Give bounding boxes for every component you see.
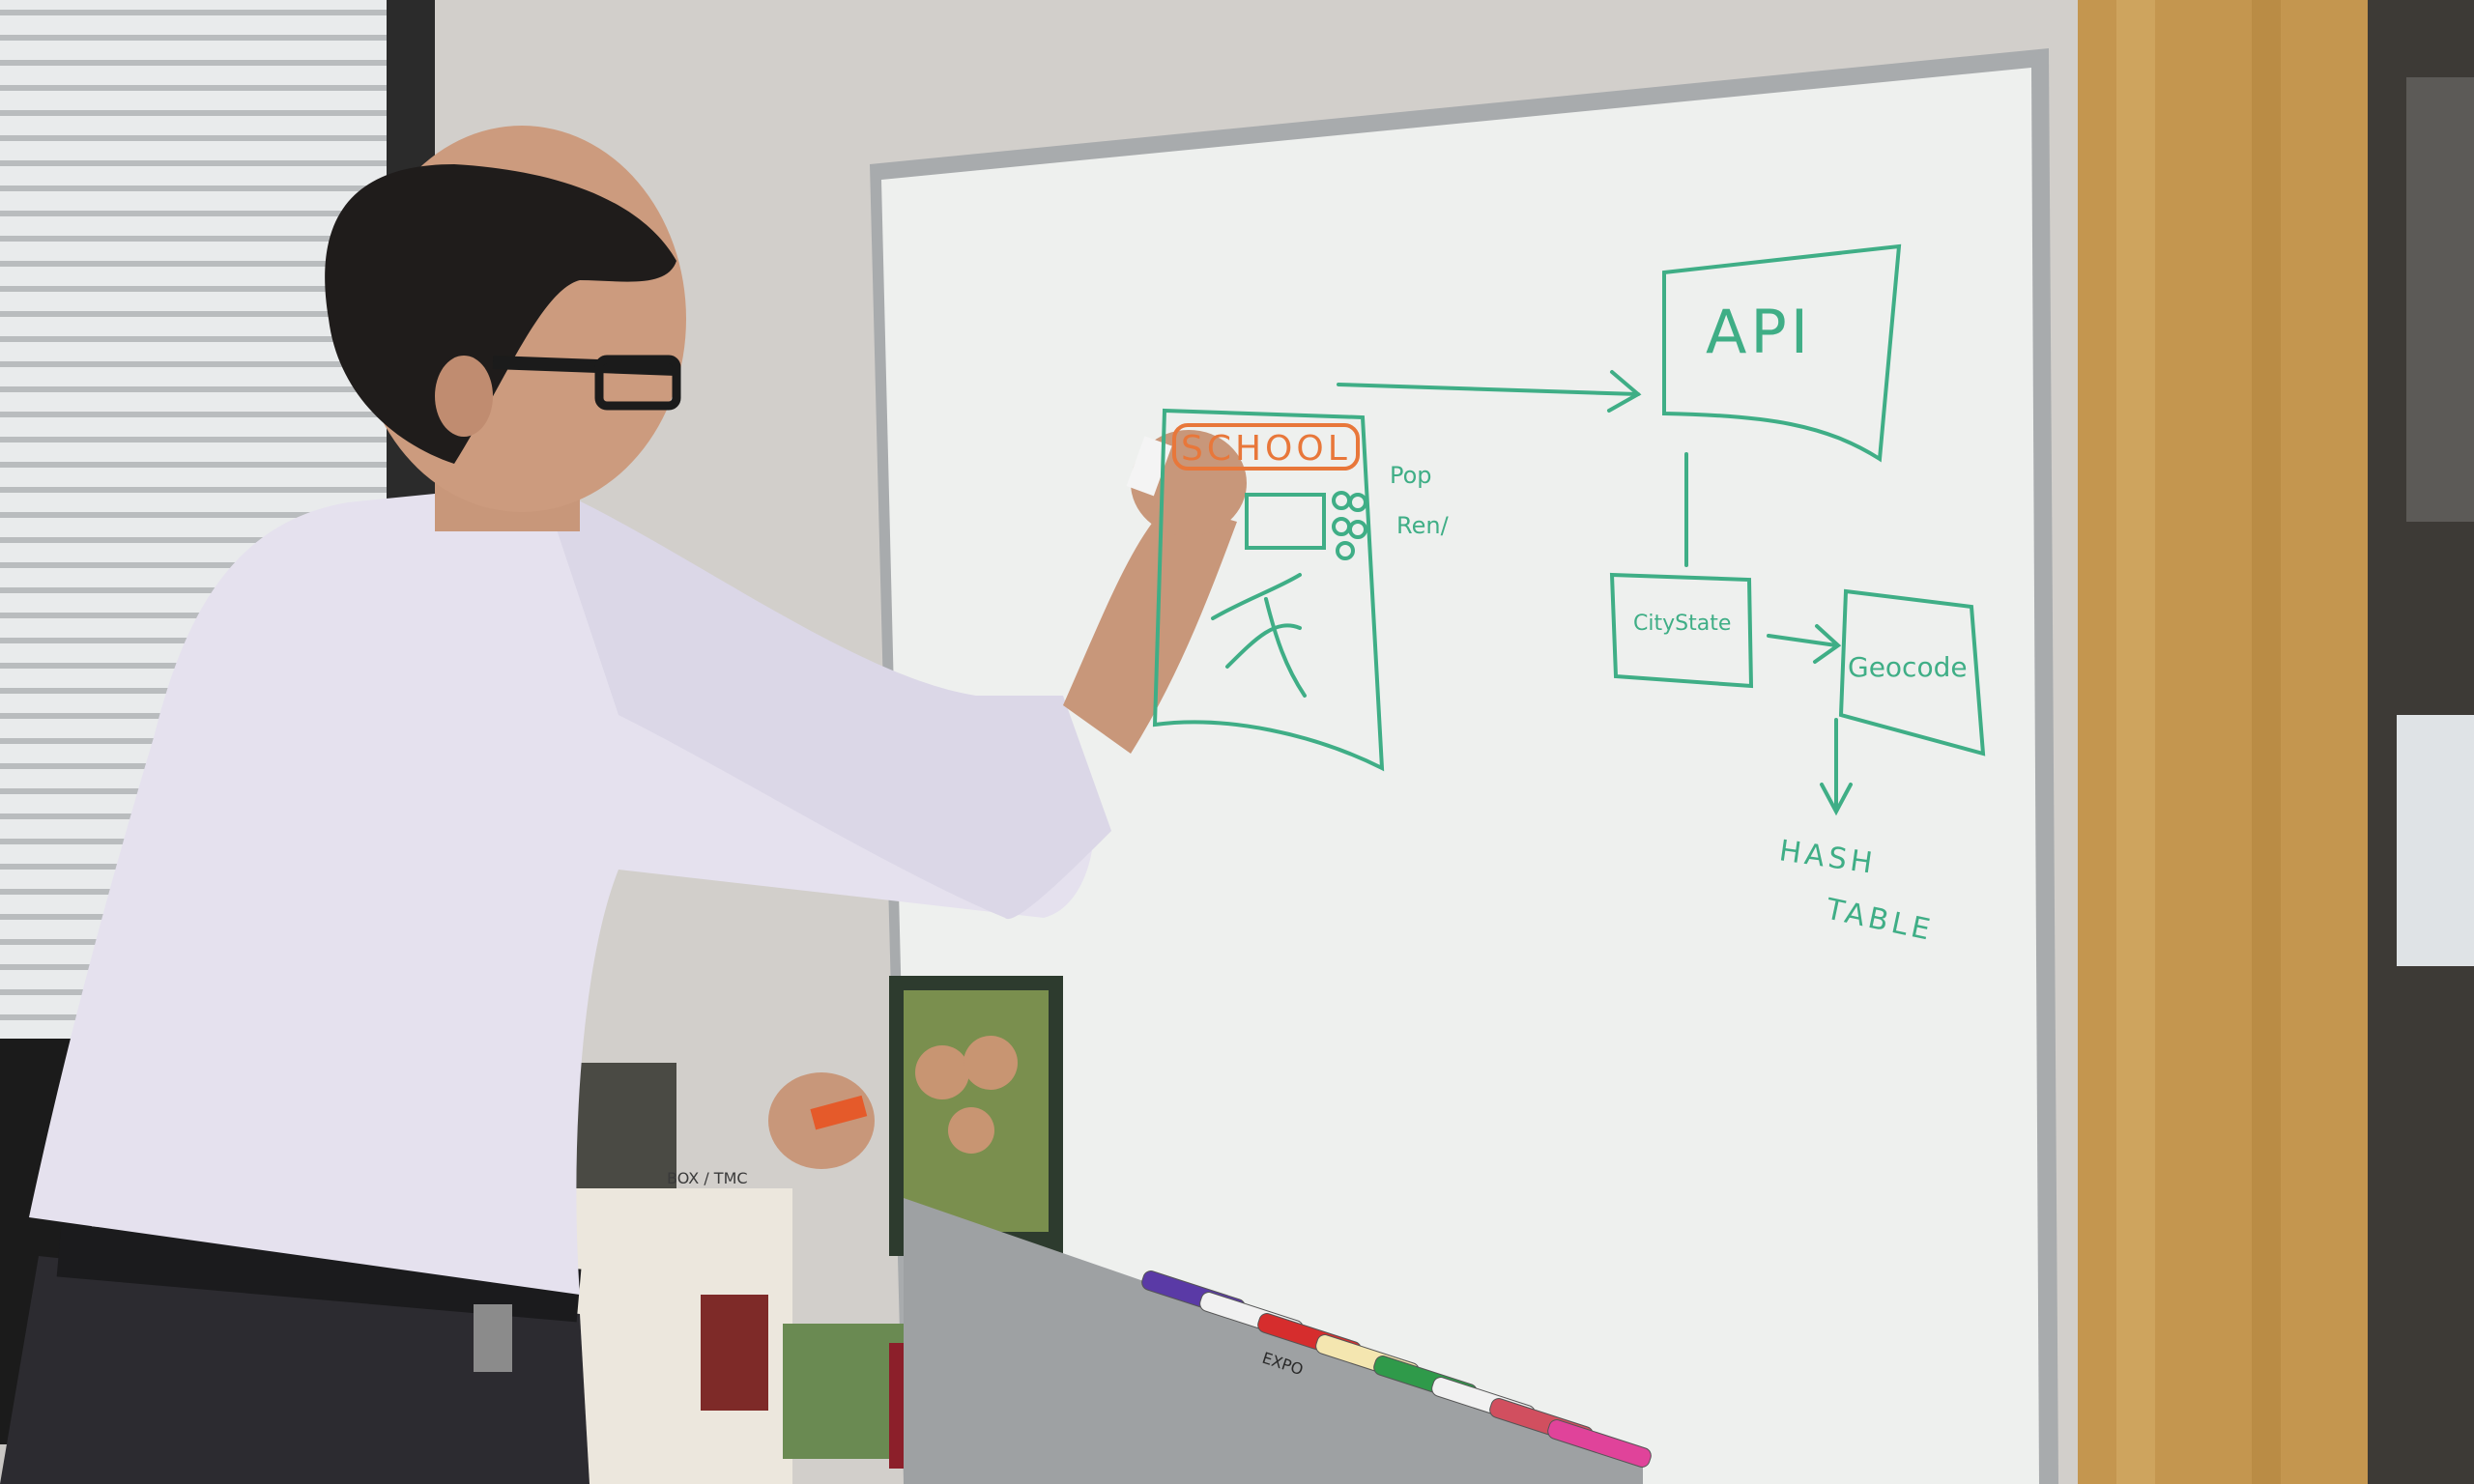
box-label: BOX / TMC — [667, 1169, 748, 1187]
trousers — [0, 1256, 590, 1484]
population-icon-e — [1336, 541, 1355, 560]
blind-slat — [0, 412, 387, 417]
arrow-to-api — [1337, 383, 1640, 396]
school-label-box — [1172, 423, 1360, 471]
blind-slat — [0, 10, 387, 15]
blind-slat — [0, 261, 387, 267]
population-icon-d — [1348, 520, 1367, 539]
blind-slat — [0, 311, 387, 317]
desk-items — [570, 976, 1063, 1484]
belt — [56, 1223, 582, 1323]
blind-slat — [0, 512, 387, 518]
blind-slat — [0, 186, 387, 191]
dry-erase-marker — [1547, 1419, 1652, 1468]
blind-slat — [0, 587, 387, 593]
blind-slat — [0, 85, 387, 91]
blind-slat — [0, 437, 387, 442]
hash-label: HASH — [1777, 834, 1879, 881]
side-note-pop: Pop — [1390, 462, 1432, 489]
blind-slat — [0, 537, 387, 543]
citystate-label: CityState — [1633, 612, 1731, 636]
marker-tray — [904, 1198, 1643, 1484]
school-box — [1152, 408, 1385, 772]
side-note-ren: Ren/ — [1396, 512, 1450, 539]
blind-slat — [0, 613, 387, 618]
blind-slat — [0, 562, 387, 568]
api-label: API — [1706, 297, 1812, 367]
blind-slat — [0, 236, 387, 242]
arrow-citystate-to-geocode-head — [1813, 624, 1842, 664]
school-inner-box — [1245, 493, 1326, 550]
glasses — [492, 355, 681, 411]
geocode-label: Geocode — [1848, 651, 1968, 683]
blind-slat — [0, 336, 387, 342]
blind-slat — [0, 361, 387, 367]
blind-slat — [0, 160, 387, 166]
belt-buckle — [474, 1304, 512, 1372]
school-label: SCHOOL — [1181, 429, 1351, 469]
forearm-raised — [1063, 502, 1237, 754]
marker-brand-label: EXPO — [1260, 1349, 1306, 1379]
hair — [325, 164, 676, 464]
arrow-geocode-to-hash-head — [1820, 783, 1853, 816]
marker-in-hand — [1126, 436, 1172, 497]
population-icon-a — [1332, 491, 1351, 510]
geocode-box — [1838, 588, 1986, 756]
blind-slat — [0, 35, 387, 41]
api-box — [1662, 243, 1902, 463]
orange-marker-in-hand — [810, 1095, 868, 1130]
arrow-citystate-to-geocode — [1767, 634, 1838, 647]
blind-slat — [0, 135, 387, 141]
table-label: TABLE — [1822, 892, 1937, 948]
blind-slat — [0, 386, 387, 392]
shirt-sleeve-raised — [541, 483, 1111, 920]
blind-slat — [0, 462, 387, 468]
population-icon-c — [1332, 517, 1351, 536]
blind-slat — [0, 110, 387, 116]
wooden-door-frame — [2078, 0, 2474, 1484]
citystate-box — [1609, 572, 1754, 689]
whiteboard-frame — [870, 48, 2058, 1484]
arrow-to-api-head — [1607, 370, 1642, 413]
blind-slat — [0, 211, 387, 216]
population-icon-b — [1348, 493, 1367, 512]
blind-slat — [0, 286, 387, 292]
blind-slat — [0, 487, 387, 493]
ear — [435, 356, 493, 437]
blind-slat — [0, 60, 387, 66]
school-sketch — [1211, 573, 1307, 698]
